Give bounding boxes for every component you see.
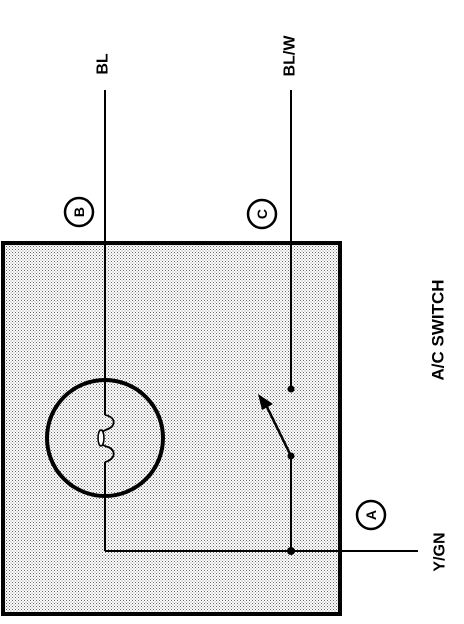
junction-dot (287, 547, 295, 555)
switch-housing (1, 241, 342, 616)
wire-label-bl: BL (95, 53, 112, 75)
lamp-circle (45, 378, 165, 498)
terminal-c-marker: C (246, 198, 278, 230)
lamp-filament-loop (97, 429, 105, 447)
terminal-c-label: C (254, 209, 270, 219)
switch-contact-fixed (287, 385, 295, 393)
wire-label-y-gn: Y/GN (432, 532, 449, 571)
terminal-b-marker: B (63, 196, 95, 228)
switch-lever-arrowhead (258, 394, 273, 410)
wire-label-bl-w: BL/W (282, 35, 299, 77)
terminal-b-label: B (71, 207, 87, 217)
terminal-a-marker: A (355, 499, 387, 531)
terminal-a-label: A (363, 510, 379, 520)
switch-lever (264, 404, 293, 457)
component-title: A/C SWITCH (429, 279, 448, 380)
